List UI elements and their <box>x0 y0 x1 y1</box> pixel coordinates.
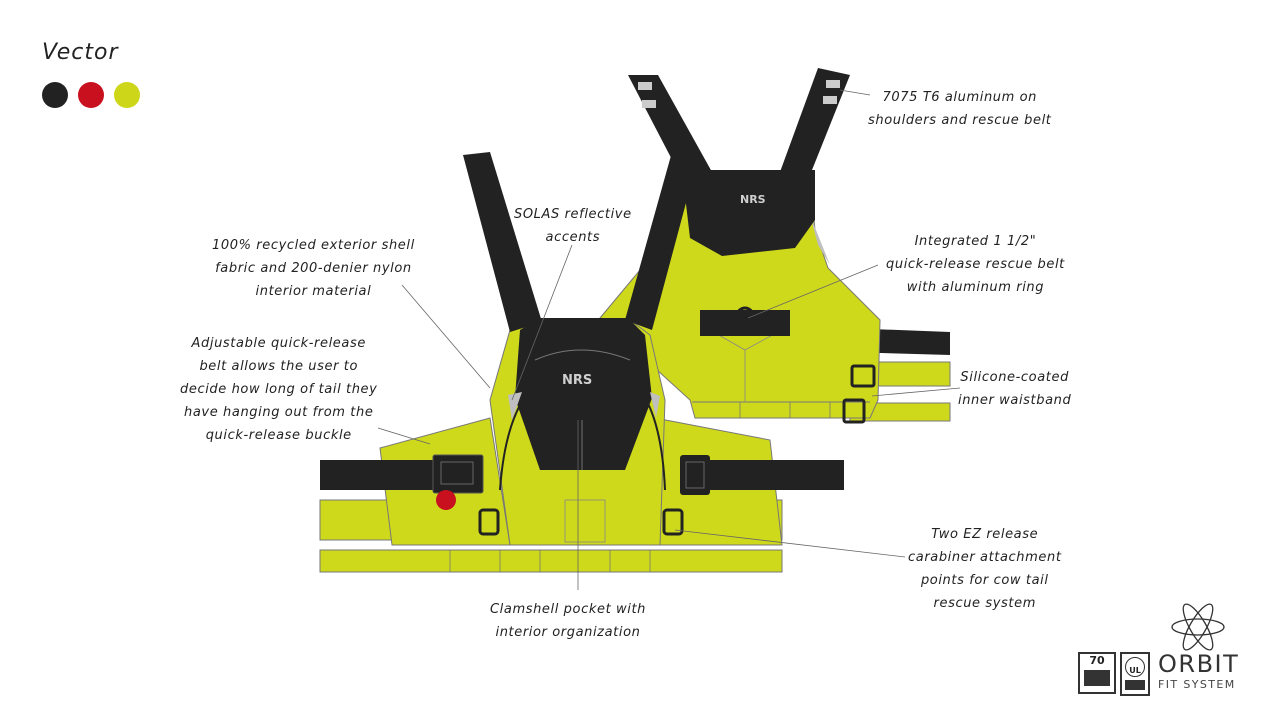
ez-release-point-left <box>478 508 500 536</box>
red-release-tab <box>436 490 456 510</box>
callout-line: 7075 T6 aluminum on <box>882 90 1038 105</box>
callout-line: points for cow tail <box>920 573 1049 588</box>
vest-front-view: NRS <box>319 152 844 573</box>
callout-rescue-belt: Integrated 1 1/2" quick-release rescue b… <box>886 230 1065 299</box>
ez-release-point-right <box>662 508 684 536</box>
color-swatch-yellow[interactable] <box>114 82 140 108</box>
callout-line: SOLAS reflective <box>514 207 632 222</box>
callout-line: fabric and 200-denier nylon <box>215 261 412 276</box>
callout-line: interior organization <box>495 625 641 640</box>
callout-line: Two EZ release <box>931 527 1039 542</box>
certification-badge-70: 70 <box>1078 652 1116 694</box>
front-shoulder-strap-right <box>625 152 698 330</box>
callout-line: quick-release buckle <box>205 428 352 443</box>
cert-70-label: 70 <box>1089 654 1105 667</box>
callout-line: inner waistband <box>958 393 1072 408</box>
callout-adjustable: Adjustable quick-release belt allows the… <box>180 332 377 447</box>
front-belt-right <box>708 460 844 490</box>
callout-aluminum: 7075 T6 aluminum on shoulders and rescue… <box>868 86 1052 132</box>
color-swatch-black[interactable] <box>42 82 68 108</box>
certification-badge-ul: UL <box>1120 652 1150 696</box>
callout-leaders <box>377 89 961 590</box>
callout-line: Silicone-coated <box>960 370 1069 385</box>
callout-line: decide how long of tail they <box>180 382 378 397</box>
orbit-wordmark: ORBIT <box>1158 650 1240 678</box>
callout-line: have hanging out from the <box>184 405 374 420</box>
callout-line: quick-release rescue belt <box>886 257 1065 272</box>
callout-line: shoulders and rescue belt <box>868 113 1052 128</box>
callout-solas: SOLAS reflective accents <box>514 203 632 249</box>
back-aluminum-slider <box>638 82 652 90</box>
callout-silicone: Silicone-coated inner waistband <box>958 366 1071 412</box>
callout-pocket: Clamshell pocket with interior organizat… <box>490 598 646 644</box>
front-waist-strap-lower <box>319 549 783 573</box>
callout-ez-release: Two EZ release carabiner attachment poin… <box>908 523 1062 615</box>
clamshell-pocket <box>515 318 652 470</box>
callout-line: 100% recycled exterior shell <box>212 238 415 253</box>
callout-line: Adjustable quick-release <box>191 336 366 351</box>
orbit-subtitle: FIT SYSTEM <box>1158 678 1236 691</box>
color-swatches <box>42 82 140 108</box>
front-reflective-accent-right <box>650 392 660 418</box>
back-reflective-accent <box>810 215 830 265</box>
callout-line: accents <box>545 230 601 245</box>
front-shoulder-strap-left <box>463 152 542 332</box>
callout-recycled: 100% recycled exterior shell fabric and … <box>212 234 415 303</box>
back-logo: NRS <box>740 193 766 206</box>
callout-line: Integrated 1 1/2" <box>914 234 1037 249</box>
callout-line: interior material <box>255 284 372 299</box>
front-logo: NRS <box>562 373 592 388</box>
front-belt-left <box>320 460 440 490</box>
callout-line: carabiner attachment <box>908 550 1062 565</box>
callout-line: rescue system <box>933 596 1036 611</box>
front-reflective-accent-left <box>508 392 522 420</box>
product-title: Vector <box>42 40 119 65</box>
callout-line: belt allows the user to <box>199 359 359 374</box>
color-swatch-red[interactable] <box>78 82 104 108</box>
callout-line: with aluminum ring <box>906 280 1045 295</box>
back-yoke-panel <box>682 170 815 256</box>
cert-ul-label: UL <box>1129 666 1141 675</box>
orbit-atom-icon <box>1171 603 1225 651</box>
callout-line: Clamshell pocket with <box>490 602 646 617</box>
